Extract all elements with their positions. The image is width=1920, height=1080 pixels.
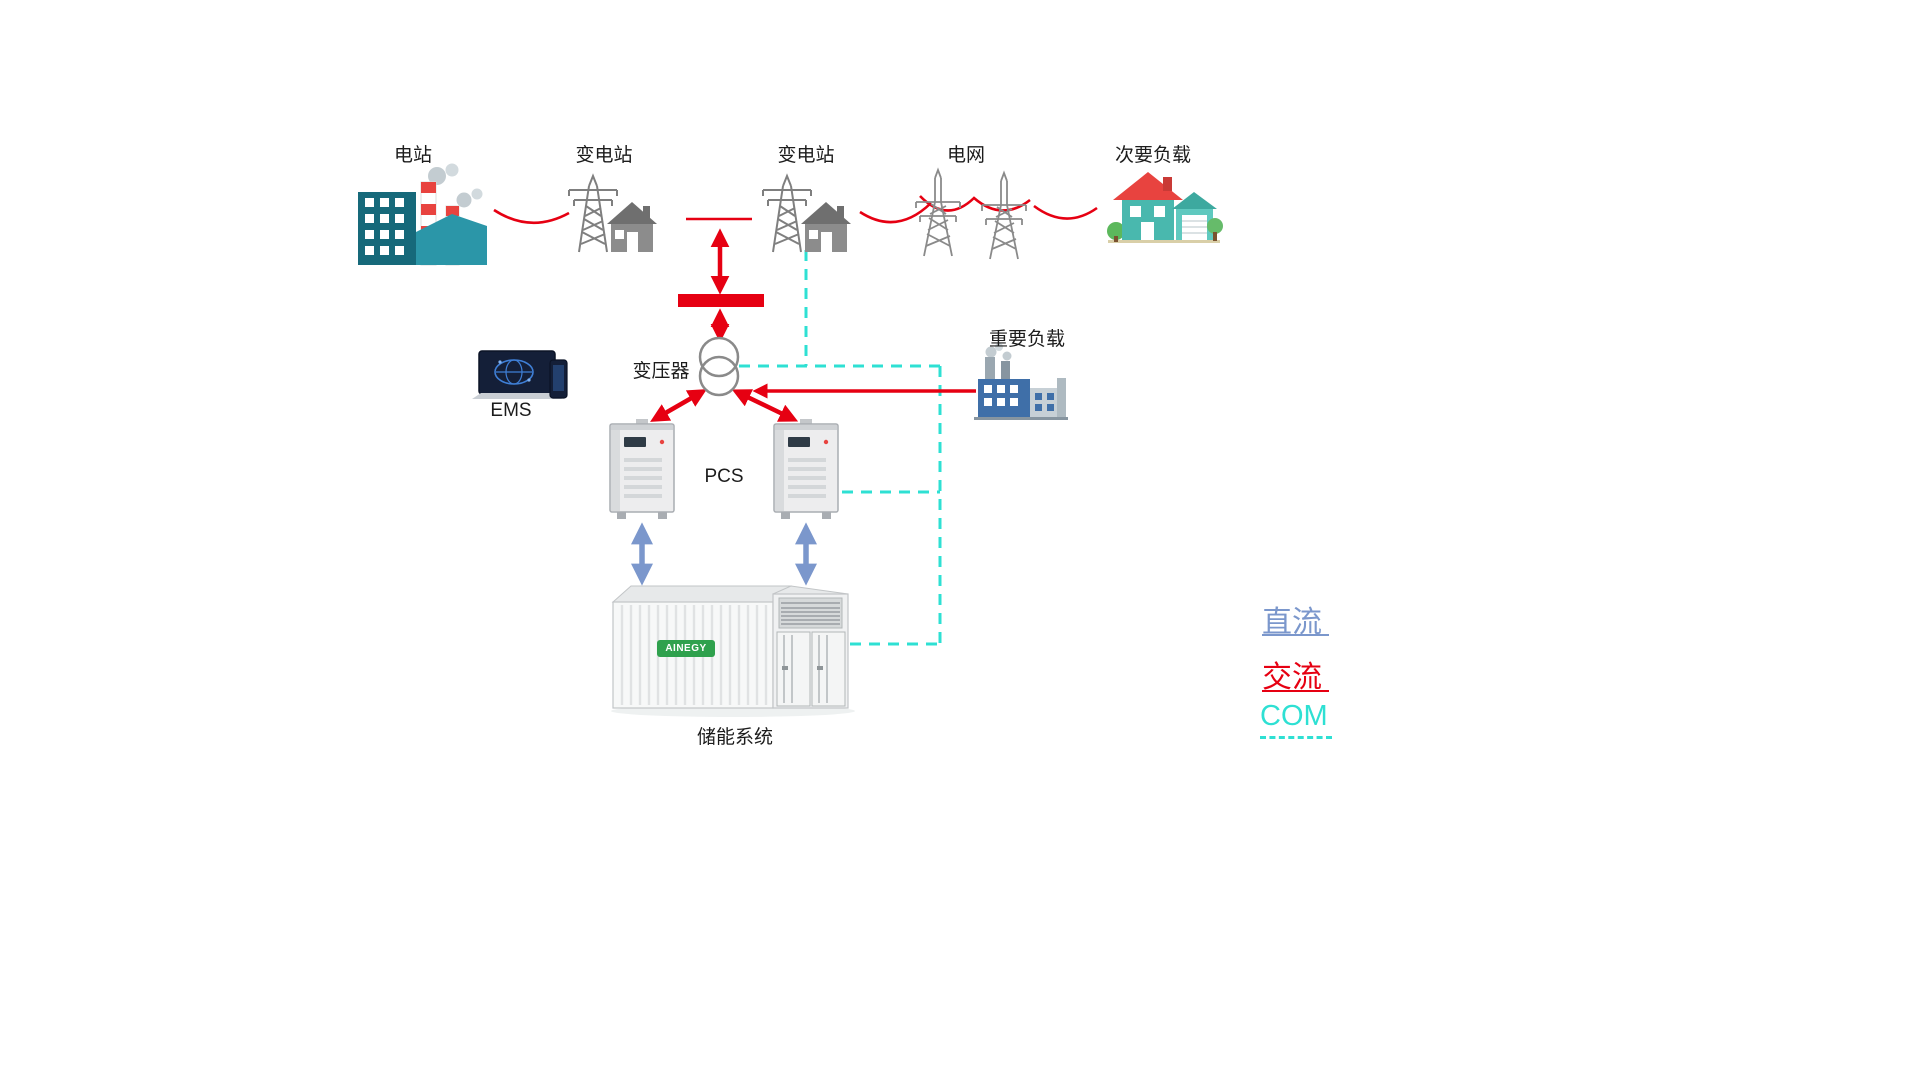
dc-arrows — [631, 522, 817, 586]
grid-pylon-right-icon — [981, 172, 1027, 260]
label-storage-system: 储能系统 — [696, 727, 774, 748]
storage-brand-text: AINEGY — [665, 643, 707, 654]
label-important-load: 重要负载 — [988, 329, 1066, 350]
substation-left-icon — [568, 175, 658, 253]
label-ems: EMS — [490, 400, 532, 421]
pcs-cabinet-right-icon — [773, 418, 839, 520]
pcs-cabinet-left-icon — [609, 418, 675, 520]
legend-com-line — [1260, 736, 1332, 739]
storage-container-icon — [611, 585, 855, 717]
transformer-icon — [698, 336, 740, 397]
secondary-load-icon — [1107, 172, 1223, 243]
com-lines — [739, 250, 942, 646]
power-station-icon — [358, 163, 487, 266]
legend-dc-line — [1262, 634, 1329, 636]
label-transformer: 变压器 — [632, 361, 690, 382]
label-secondary-load: 次要负载 — [1114, 145, 1192, 166]
important-load-icon — [974, 343, 1068, 420]
ac-arrows — [650, 228, 976, 422]
label-substation-left: 变电站 — [575, 145, 633, 166]
legend-com-label: COM — [1260, 700, 1328, 732]
ems-icon — [472, 350, 568, 399]
label-pcs: PCS — [704, 466, 744, 487]
label-power-station: 电站 — [393, 145, 433, 166]
label-grid: 电网 — [946, 145, 986, 166]
substation-right-icon — [762, 175, 852, 253]
grid-pylon-left-icon — [915, 169, 961, 257]
busbar — [678, 294, 764, 307]
legend-ac-label: 交流 — [1262, 661, 1322, 694]
label-substation-right: 变电站 — [777, 145, 835, 166]
legend-dc-label: 直流 — [1262, 606, 1322, 639]
legend-ac-line — [1262, 690, 1329, 692]
storage-brand-badge: AINEGY — [657, 640, 715, 657]
